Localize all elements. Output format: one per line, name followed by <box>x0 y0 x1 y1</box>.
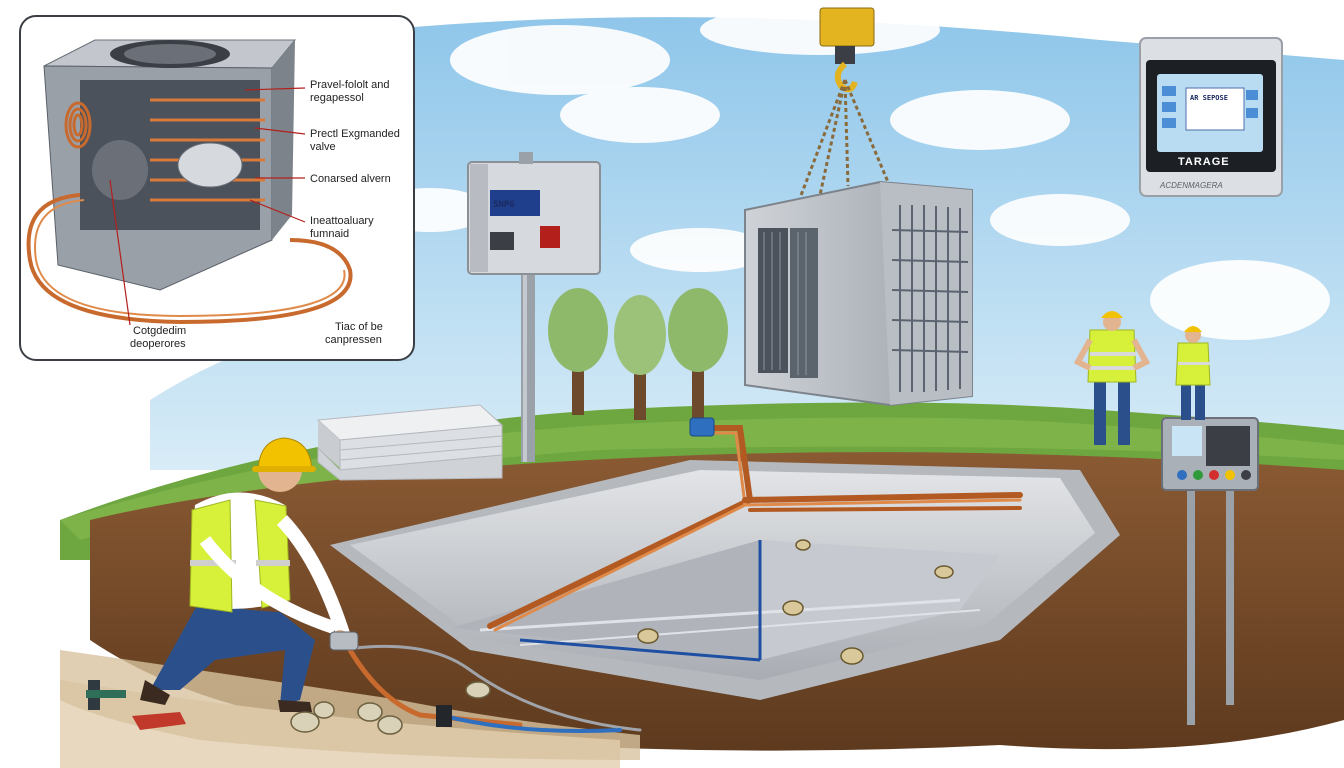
callout-1-line1: Pravel-fololt and <box>310 79 390 91</box>
callout-6-line1: Tiac of be <box>335 321 383 333</box>
manifold-gauge <box>329 631 359 651</box>
standing-worker-1 <box>1073 311 1151 445</box>
callout-6-line2: canpressen <box>325 334 382 346</box>
callout-4-line1: Ineattoaluary <box>310 215 374 227</box>
electrical-panel <box>467 152 601 462</box>
callout-2-line2: valve <box>310 141 336 153</box>
smart-thermostat <box>1139 37 1283 197</box>
callout-3-line1: Conarsed alvern <box>310 173 391 185</box>
callout-4-line2: fumnaid <box>310 228 349 240</box>
kneeling-worker <box>140 437 352 712</box>
inset-compressor-diagram <box>19 15 415 361</box>
callout-5-line1: Cotgdedim <box>133 325 186 337</box>
control-panel <box>1161 417 1259 725</box>
concrete-pit <box>330 460 1120 700</box>
hand-tools <box>86 680 452 730</box>
condenser-unit <box>744 180 973 407</box>
thermostat-bottom-text: ACDENMAGERA <box>1159 181 1223 190</box>
panel-display-text: SNPG <box>493 200 515 210</box>
crane-hook <box>798 7 890 199</box>
ground-hoses <box>347 644 642 733</box>
standing-worker-2 <box>1175 326 1211 420</box>
callout-2-line1: Prectl Exgmanded <box>310 128 400 140</box>
callout-1-line2: regapessol <box>310 92 364 104</box>
thermostat-brand: TARAGE <box>1178 156 1230 168</box>
pipe-fittings <box>290 681 491 735</box>
refrigerant-lines <box>487 425 1023 632</box>
line-connector <box>689 417 715 437</box>
concrete-pad-stack <box>316 404 504 481</box>
thermostat-screen-text: AR SEPOSE <box>1190 94 1228 102</box>
anchor-bolts <box>637 539 954 665</box>
callout-5-line2: deoperores <box>130 338 186 350</box>
trees <box>548 288 728 420</box>
